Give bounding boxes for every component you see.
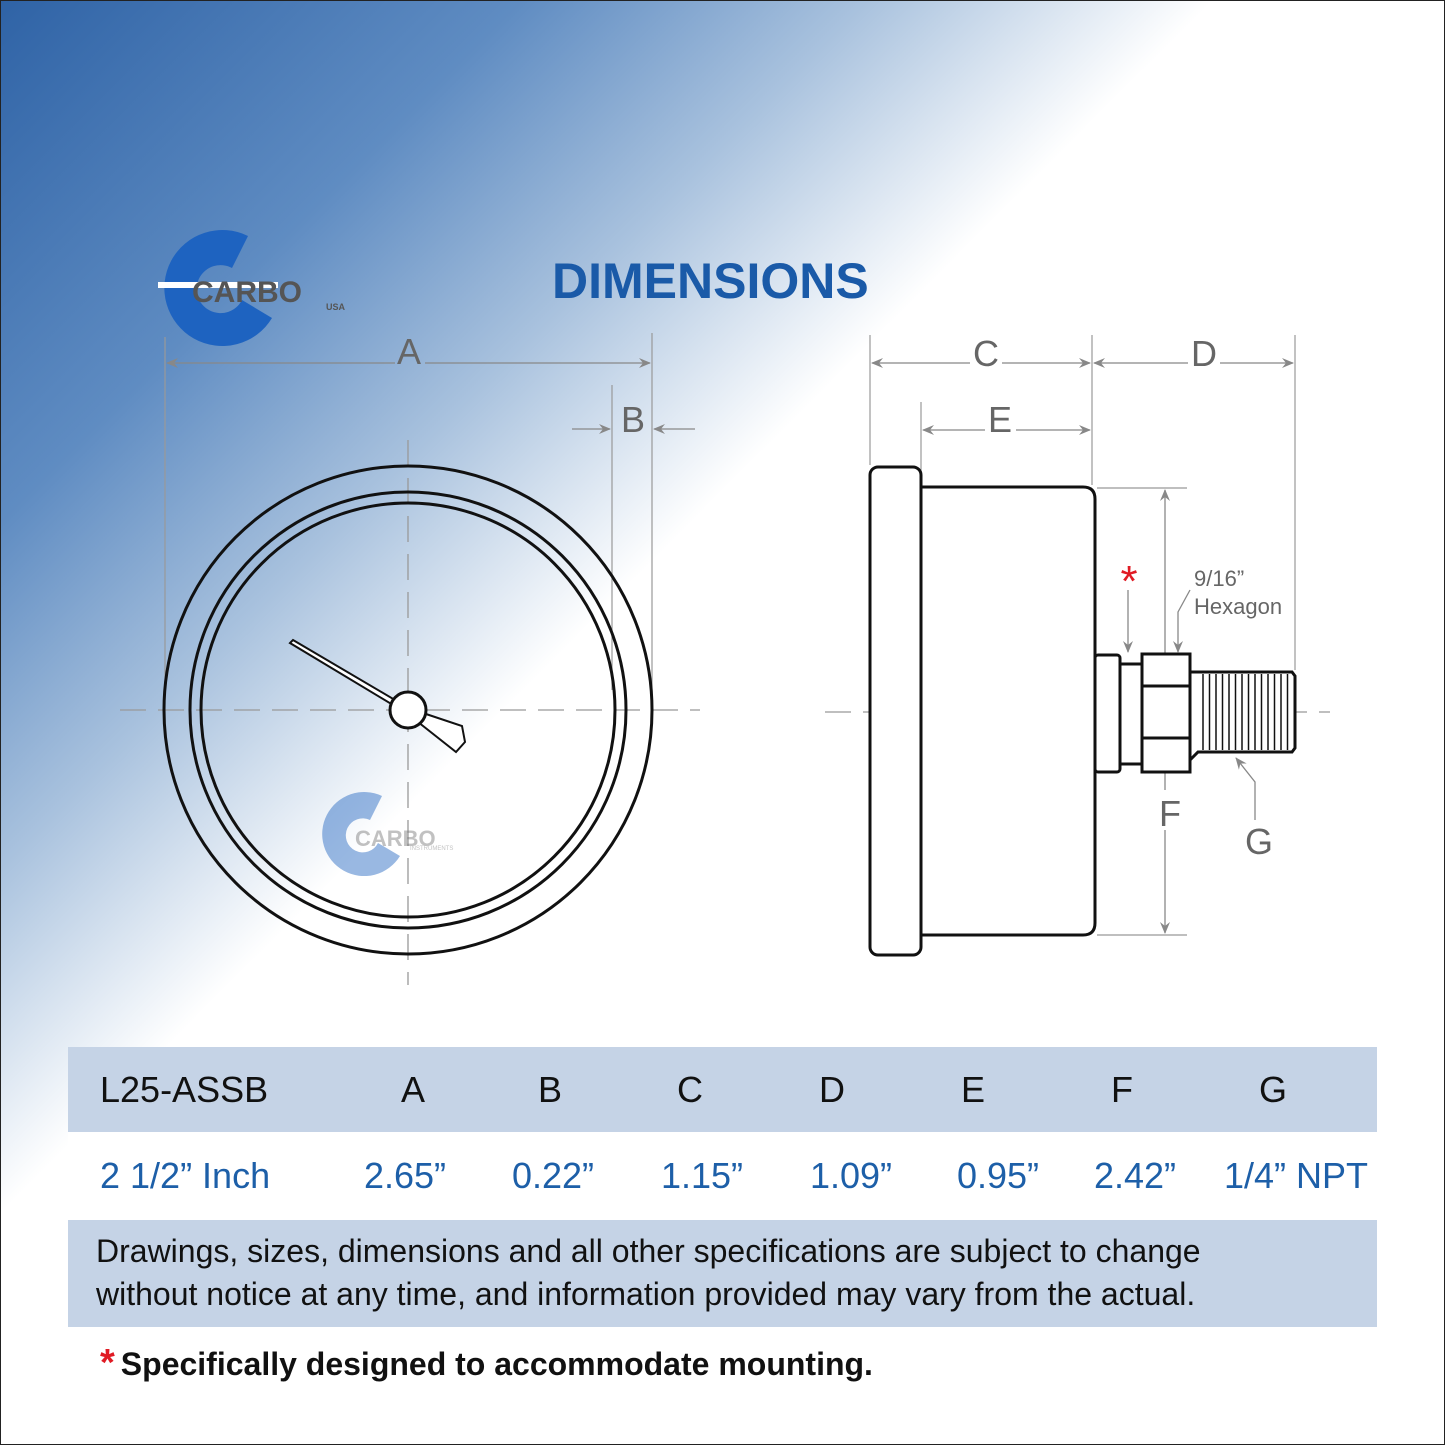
hexagon-label: Hexagon [1194, 594, 1282, 619]
label-b: B [621, 399, 645, 440]
header-c: C [677, 1068, 703, 1110]
label-a: A [397, 331, 421, 372]
label-g: G [1245, 821, 1273, 862]
page-title: DIMENSIONS [552, 253, 869, 309]
svg-text:CARBO: CARBO [192, 276, 302, 309]
table-header-row: L25-ASSB A B C D E F G [68, 1047, 1377, 1132]
header-model: L25-ASSB [100, 1068, 269, 1110]
value-g: 1/4” NPT [1223, 1155, 1369, 1196]
extension-lines [164, 333, 1296, 936]
value-f: 2.42” [1093, 1155, 1177, 1196]
value-a: 2.65” [363, 1155, 447, 1196]
carbo-logo: CARBO USA [158, 230, 346, 347]
gauge-side-view [868, 465, 1297, 957]
header-d: D [819, 1068, 845, 1110]
header-b: B [537, 1068, 563, 1110]
value-d: 1.09” [809, 1155, 893, 1196]
label-e: E [988, 399, 1012, 440]
hex-size-label: 9/16” [1194, 566, 1244, 591]
disclaimer-text: Drawings, sizes, dimensions and all othe… [96, 1233, 1201, 1312]
thread-lines [1202, 674, 1289, 750]
header-a: A [400, 1068, 426, 1110]
svg-text:USA: USA [326, 302, 346, 312]
value-b: 0.22” [511, 1155, 595, 1196]
header-e: E [960, 1068, 986, 1110]
disclaimer-box: Drawings, sizes, dimensions and all othe… [68, 1220, 1377, 1327]
table-values-row: 2 1/2” Inch 2.65” 0.22” 1.15” 1.09” 0.95… [68, 1132, 1377, 1220]
label-c: C [973, 333, 999, 374]
carbo-watermark: CARBO INSTRUMENTS [322, 792, 453, 877]
value-c: 1.15” [660, 1155, 744, 1196]
svg-text:CARBO: CARBO [355, 826, 436, 851]
asterisk-marker: * [1120, 557, 1137, 606]
header-g: G [1258, 1068, 1288, 1110]
header-f: F [1111, 1068, 1133, 1110]
gauge-front-view [162, 464, 654, 956]
label-d: D [1191, 333, 1217, 374]
value-e: 0.95” [956, 1155, 1040, 1196]
svg-text:INSTRUMENTS: INSTRUMENTS [410, 846, 453, 852]
dimension-labels: A B C D E F G [397, 331, 1273, 862]
mounting-note: *Specifically designed to accommodate mo… [100, 1342, 873, 1384]
label-f: F [1159, 793, 1181, 834]
value-size: 2 1/2” Inch [100, 1155, 271, 1196]
